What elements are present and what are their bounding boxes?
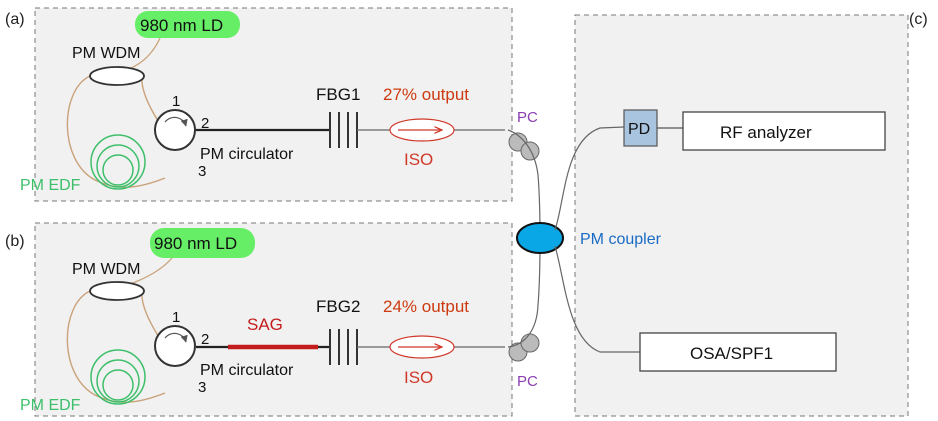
- ld-b-label: 980 nm LD: [154, 234, 237, 253]
- circulator-b: [154, 325, 196, 367]
- rf-analyzer-box: [682, 111, 886, 151]
- wdm-b: [89, 281, 145, 301]
- circulator-a-arrow: [164, 116, 188, 127]
- panel-a-box: [34, 7, 513, 202]
- circulator-a-port1: 1: [172, 93, 180, 110]
- osa-box: [639, 332, 837, 372]
- fiber-pc-b-coupler: [507, 241, 541, 348]
- circulator-a-port3: 3: [198, 163, 206, 180]
- panel-b-tag: (b): [5, 233, 25, 250]
- circulator-a-port2: 2: [201, 115, 209, 132]
- wdm-b-label: PM WDM: [72, 261, 140, 278]
- panel-a-tag: (a): [5, 11, 25, 28]
- wdm-a-label: PM WDM: [72, 45, 140, 62]
- circulator-b-port3: 3: [198, 379, 206, 396]
- output-b-label: 24% output: [383, 297, 469, 316]
- edf-b-label: PM EDF: [20, 397, 81, 414]
- pc-b-label: PC: [517, 373, 538, 390]
- output-a-label: 27% output: [383, 85, 469, 104]
- fbg-b-label: FBG2: [316, 297, 360, 316]
- sag-b-label: SAG: [247, 315, 283, 334]
- pc-a-label: PC: [517, 109, 538, 126]
- circulator-b-port2: 2: [201, 331, 209, 348]
- panel-b: 980 nm LD PM WDM PM EDF 1 2 3 PM circula…: [20, 228, 505, 414]
- pm-coupler-label: PM coupler: [580, 231, 662, 248]
- rf-analyzer-label: RF analyzer: [720, 123, 812, 142]
- edf-b-coil: [90, 349, 146, 405]
- circulator-b-arrow: [164, 332, 188, 343]
- wdm-a: [89, 66, 145, 86]
- edf-a-coil: [90, 134, 146, 190]
- panel-a: 980 nm LD PM WDM PM EDF 1 2 3 PM circula…: [20, 11, 505, 194]
- osa-label: OSA/SPF1: [690, 344, 773, 363]
- ld-b: [150, 228, 255, 258]
- circulator-b-label: PM circulator: [200, 362, 294, 379]
- ld-a-label: 980 nm LD: [140, 16, 223, 35]
- circulator-a: [154, 109, 196, 151]
- circulator-b-port1: 1: [172, 309, 180, 326]
- fiber-coupler-pd: [554, 126, 625, 231]
- pc-b: [508, 333, 540, 362]
- pc-a: [508, 132, 540, 161]
- circulator-a-label: PM circulator: [200, 146, 294, 163]
- edf-a-label: PM EDF: [20, 177, 81, 194]
- panel-c-tag: (c): [909, 11, 928, 28]
- iso-b-label: ISO: [404, 368, 433, 387]
- fiber-pc-a-coupler: [507, 129, 541, 237]
- panel-b-box: [34, 222, 513, 417]
- pd-label: PD: [628, 121, 650, 138]
- iso-a-label: ISO: [404, 150, 433, 169]
- pm-coupler: [516, 222, 564, 254]
- fiber-coupler-osa: [554, 245, 640, 353]
- fbg-a-label: FBG1: [316, 85, 360, 104]
- ld-a: [135, 11, 240, 38]
- pd-box: [623, 109, 658, 147]
